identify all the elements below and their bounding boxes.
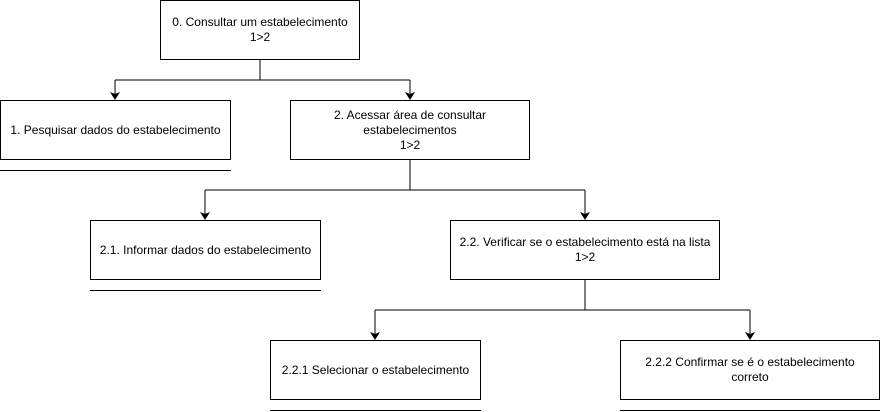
node-2-2-2-leaf-marker (620, 410, 880, 411)
node-2-line3: 1>2 (399, 137, 421, 152)
node-1-line1: 1. Pesquisar dados do estabelecimento (10, 122, 221, 137)
node-0-consultar[interactable]: 0. Consultar um estabelecimento 1>2 (160, 0, 360, 60)
connector-n22-children (370, 280, 755, 340)
node-2-2-line1: 2.2. Verificar se o estabelecimento está… (459, 235, 711, 249)
connector-n0-children (110, 60, 415, 100)
node-2-line1: 2. Acessar área de consultar (333, 107, 487, 122)
node-2-2-verificar[interactable]: 2.2. Verificar se o estabelecimento está… (450, 220, 720, 280)
node-2-2-2-line1: 2.2.2 Confirmar se é o estabelecimento c… (645, 355, 855, 384)
node-2-2-line2: 1>2 (574, 250, 596, 264)
node-1-leaf-marker (0, 170, 231, 171)
node-2-1-line1: 2.1. Informar dados do estabelecimento (99, 242, 312, 257)
node-2-1-leaf-marker (90, 290, 321, 291)
node-2-2-1-selecionar[interactable]: 2.2.1 Selecionar o estabelecimento (270, 340, 481, 400)
node-2-1-informar[interactable]: 2.1. Informar dados do estabelecimento (90, 220, 321, 280)
node-2-2-1-line1: 2.2.1 Selecionar o estabelecimento (281, 362, 470, 377)
connector-n2-children (200, 160, 590, 220)
node-2-line2: estabelecimentos (363, 122, 457, 137)
node-0-line2: 1>2 (249, 30, 271, 44)
node-1-pesquisar[interactable]: 1. Pesquisar dados do estabelecimento (0, 100, 231, 160)
node-2-acessar[interactable]: 2. Acessar área de consultar estabelecim… (290, 100, 530, 160)
node-2-2-2-confirmar[interactable]: 2.2.2 Confirmar se é o estabelecimento c… (620, 340, 880, 400)
node-2-2-1-leaf-marker (270, 410, 481, 411)
node-0-line1: 0. Consultar um estabelecimento (172, 15, 348, 29)
